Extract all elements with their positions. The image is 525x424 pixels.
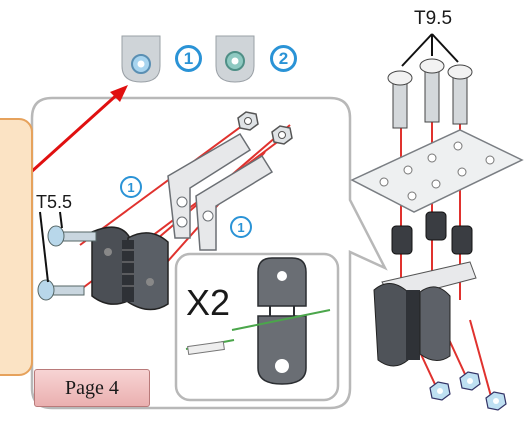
t5-5-label: T5.5 <box>36 192 73 212</box>
step-marker: 1 <box>230 216 252 238</box>
step-badge-1: 1 <box>175 45 202 72</box>
hinge <box>91 226 169 311</box>
t9-5-label: T9.5 <box>414 8 453 29</box>
bottom-nut <box>429 371 507 411</box>
spacer <box>391 211 473 255</box>
inset-detail <box>185 257 331 385</box>
annotation-callout <box>0 118 33 376</box>
angle-bracket <box>167 132 274 251</box>
inset-box <box>174 252 340 402</box>
long-screw-icon <box>387 33 473 129</box>
perforated-plate <box>350 129 524 213</box>
washer-icon-2 <box>215 35 255 83</box>
x2-label: X2 <box>186 282 231 323</box>
screw-icon <box>37 211 97 301</box>
step-badge-2: 2 <box>270 45 297 72</box>
washer-icon-1 <box>121 35 161 83</box>
lower-hinge <box>373 261 477 367</box>
hex-nut <box>237 111 293 145</box>
page-4-button[interactable]: Page 4 <box>34 369 150 407</box>
step-marker: 1 <box>120 176 142 198</box>
